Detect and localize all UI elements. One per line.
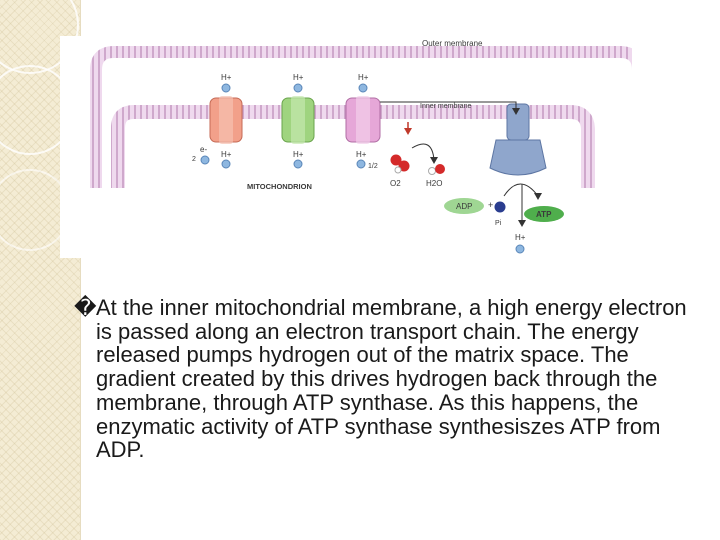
svg-text:H+: H+ — [293, 150, 304, 159]
complex-i — [209, 96, 243, 144]
bullet-icon: � — [74, 295, 97, 320]
phosphate: Pi — [494, 201, 506, 227]
adp-to-atp-arrow — [503, 183, 539, 197]
svg-text:ATP: ATP — [536, 210, 552, 219]
h-ion-top-3: H+ — [358, 73, 369, 93]
oxygen-to-water-arrow — [411, 143, 435, 161]
water-molecule: H2O — [426, 164, 445, 188]
svg-text:H+: H+ — [221, 150, 232, 159]
outer-membrane — [90, 46, 632, 188]
h-ion-top-1: H+ — [221, 73, 232, 93]
h2o-label: H2O — [426, 179, 442, 188]
svg-text:1/2: 1/2 — [368, 163, 378, 170]
h-ion-bottom-1: H+ — [221, 150, 232, 169]
adp-pill: ADP — [444, 198, 484, 214]
electron-pair: e- 2 — [192, 145, 210, 165]
complex-iii — [345, 96, 381, 144]
h-ion-bottom-3: H+ — [356, 150, 367, 169]
mitochondrion-label: MITOCHONDRION — [247, 182, 312, 191]
svg-text:e-: e- — [200, 145, 207, 154]
outer-membrane-label: Outer membrane — [422, 39, 483, 48]
svg-text:Pi: Pi — [495, 220, 502, 227]
complex-ii — [281, 96, 315, 144]
body-text: At the inner mitochondrial membrane, a h… — [96, 295, 687, 463]
svg-text:H+: H+ — [293, 73, 304, 82]
proton-flow-arrow — [380, 101, 517, 110]
atp-pill: ATP — [524, 206, 564, 222]
h-ion-released: H+ — [515, 233, 526, 254]
svg-text:2: 2 — [192, 156, 196, 163]
atp-synthase — [489, 103, 547, 176]
bullet-paragraph: �At the inner mitochondrial membrane, a … — [74, 296, 708, 462]
oxygen-molecule: 1/2 O2 — [368, 154, 410, 188]
svg-text:H+: H+ — [221, 73, 232, 82]
h-ion-bottom-2: H+ — [293, 150, 304, 169]
inner-membrane-label: Inner membrane — [420, 103, 471, 110]
svg-text:H+: H+ — [358, 73, 369, 82]
svg-text:H+: H+ — [356, 150, 367, 159]
svg-text:H+: H+ — [515, 233, 526, 242]
mitochondrion-diagram: Outer membrane Inner membrane H+ — [60, 36, 632, 258]
o2-label: O2 — [390, 179, 401, 188]
h-ion-top-2: H+ — [293, 73, 304, 93]
svg-text:ADP: ADP — [456, 202, 472, 211]
plus-sign: + — [488, 200, 493, 210]
